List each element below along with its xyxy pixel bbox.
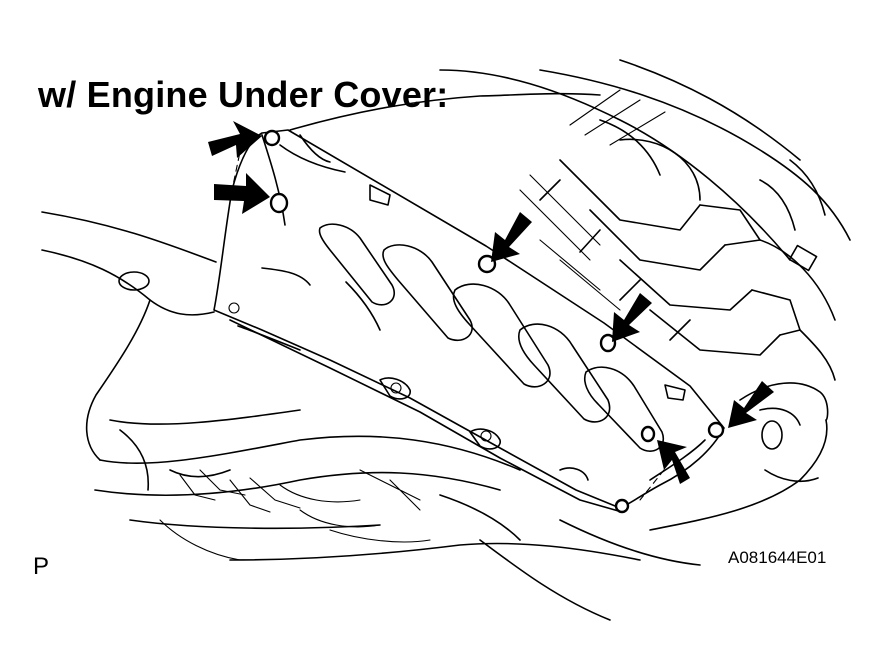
arrow-4	[612, 293, 652, 342]
arrow-5	[728, 381, 774, 428]
bolt-1	[263, 129, 281, 147]
arrow-6	[657, 440, 690, 484]
engine-under-cover	[213, 129, 725, 513]
arrow-1	[208, 121, 262, 158]
corner-label: P	[33, 553, 50, 580]
diagram-title: w/ Engine Under Cover:	[38, 74, 449, 115]
bolt-6	[640, 425, 656, 443]
figure-code: A081644E01	[728, 548, 827, 567]
guide-lines	[231, 132, 665, 501]
bolt-2	[269, 192, 289, 214]
bolt-3	[477, 254, 497, 274]
arrow-3	[491, 212, 532, 262]
arrows	[208, 121, 774, 484]
bolt-7	[614, 498, 630, 514]
bolts	[228, 129, 725, 514]
bolt-5	[707, 421, 725, 439]
bolt-4	[599, 333, 617, 353]
arrow-2	[214, 173, 270, 214]
